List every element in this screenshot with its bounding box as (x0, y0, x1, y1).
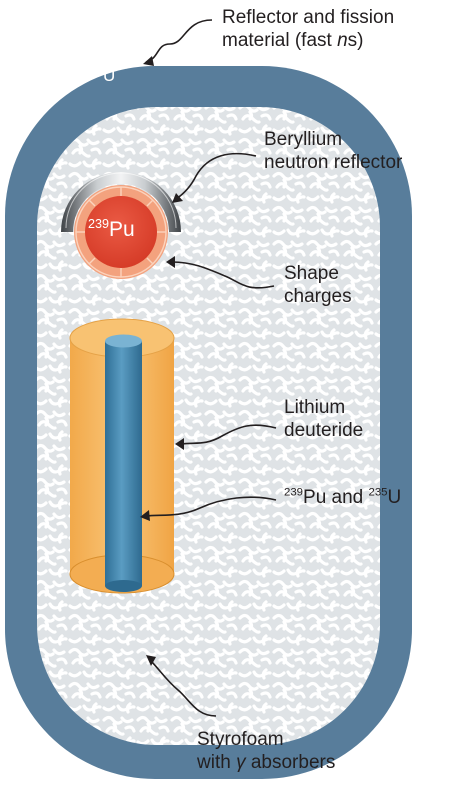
label-shape-charges: Shape charges (284, 263, 352, 307)
shape-charge-segments (75, 186, 167, 278)
pointer-lines (145, 19, 277, 717)
pointer-arrowheads (140, 56, 184, 666)
pointer-reflector (145, 19, 213, 63)
label-lithium: Lithium deuteride (284, 397, 364, 441)
beryllium-reflector (61, 172, 181, 232)
casing-label: 238U (86, 66, 116, 85)
label-styrofoam: Styrofoam with γ absorbers (197, 729, 336, 773)
pointer-rod (145, 496, 277, 517)
plutonium-core (85, 196, 157, 268)
pointer-styrofoam (149, 659, 217, 717)
pointer-beryllium (175, 152, 257, 200)
core-label: 239Pu (88, 217, 135, 241)
label-reflector: Reflector and fission material (fast ns) (222, 7, 395, 51)
label-pu-and-u: 239Pu and 235U (284, 486, 402, 508)
fissile-rod (105, 334, 142, 592)
pointer-lithium (180, 424, 277, 445)
pointer-shape-charges (171, 261, 275, 289)
label-beryllium: Beryllium neutron reflector (264, 129, 403, 173)
